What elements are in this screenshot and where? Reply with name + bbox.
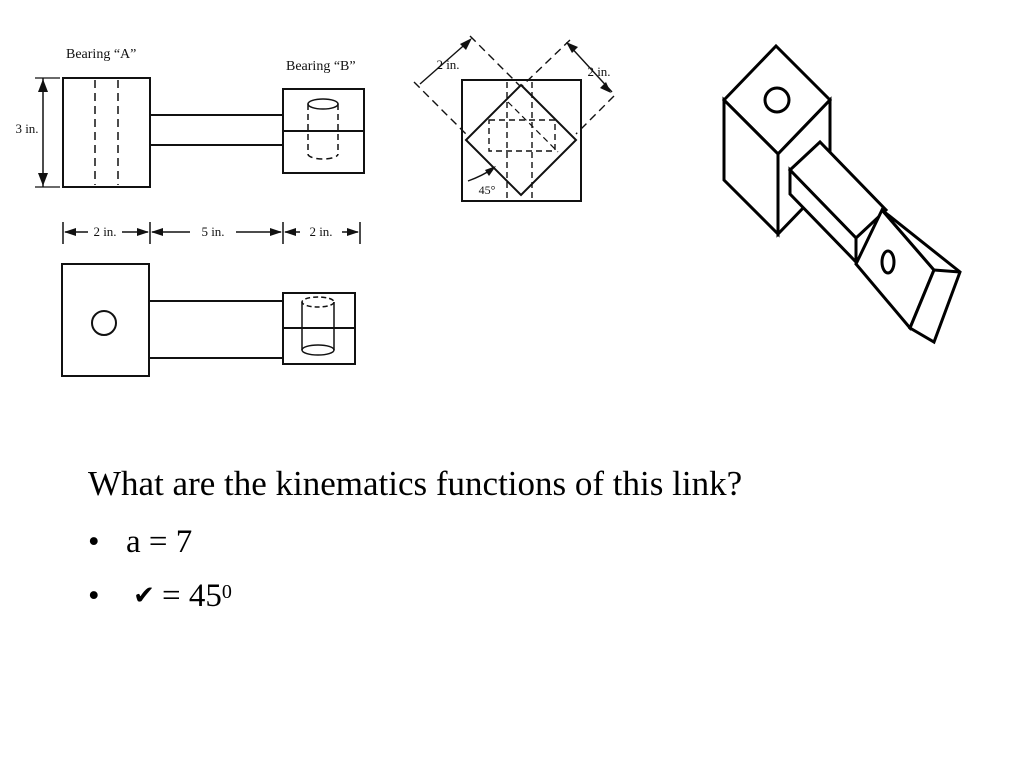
- bullet-text-a: a = 7: [126, 524, 193, 560]
- iso-block-b-side: [880, 208, 962, 345]
- end-view-rotated-square: [464, 83, 578, 197]
- question-text: What are the kinematics functions of thi…: [88, 464, 743, 503]
- end-view-dimension-left: 2 in.: [436, 57, 459, 72]
- bearing-a-label: Bearing “A”: [66, 47, 136, 62]
- iso-block-b-hole: [880, 249, 896, 275]
- check-icon: ✔: [133, 581, 155, 611]
- bullet-item-angle: • ✔= 450: [88, 574, 232, 620]
- dimension-left-label: 2 in.: [93, 224, 116, 239]
- bearing-a-front-view: [62, 77, 151, 188]
- dimension-right-label: 2 in.: [309, 224, 332, 239]
- bearing-b-label: Bearing “B”: [286, 59, 356, 74]
- end-view-square: [461, 79, 582, 202]
- bullet-item-a: • a = 7: [88, 520, 192, 564]
- bullet-superscript: 0: [221, 581, 232, 603]
- bullet-marker: •: [88, 524, 100, 560]
- bullet-marker: •: [88, 578, 100, 614]
- height-dimension-label: 3 in.: [15, 121, 38, 136]
- iso-block-a-hole: [763, 86, 791, 114]
- bearing-a-hole: [91, 310, 117, 336]
- bullet-text-angle: = 45: [162, 578, 222, 614]
- angle-label: 45°: [479, 183, 496, 197]
- end-view-dimension-right: 2 in.: [587, 64, 610, 79]
- dimension-middle-label: 5 in.: [201, 224, 224, 239]
- bearing-a-top-view: [61, 263, 150, 377]
- orthographic-drawing: Bearing “A” Bearing “B” 3 in. 2 in. 5 in…: [15, 35, 962, 377]
